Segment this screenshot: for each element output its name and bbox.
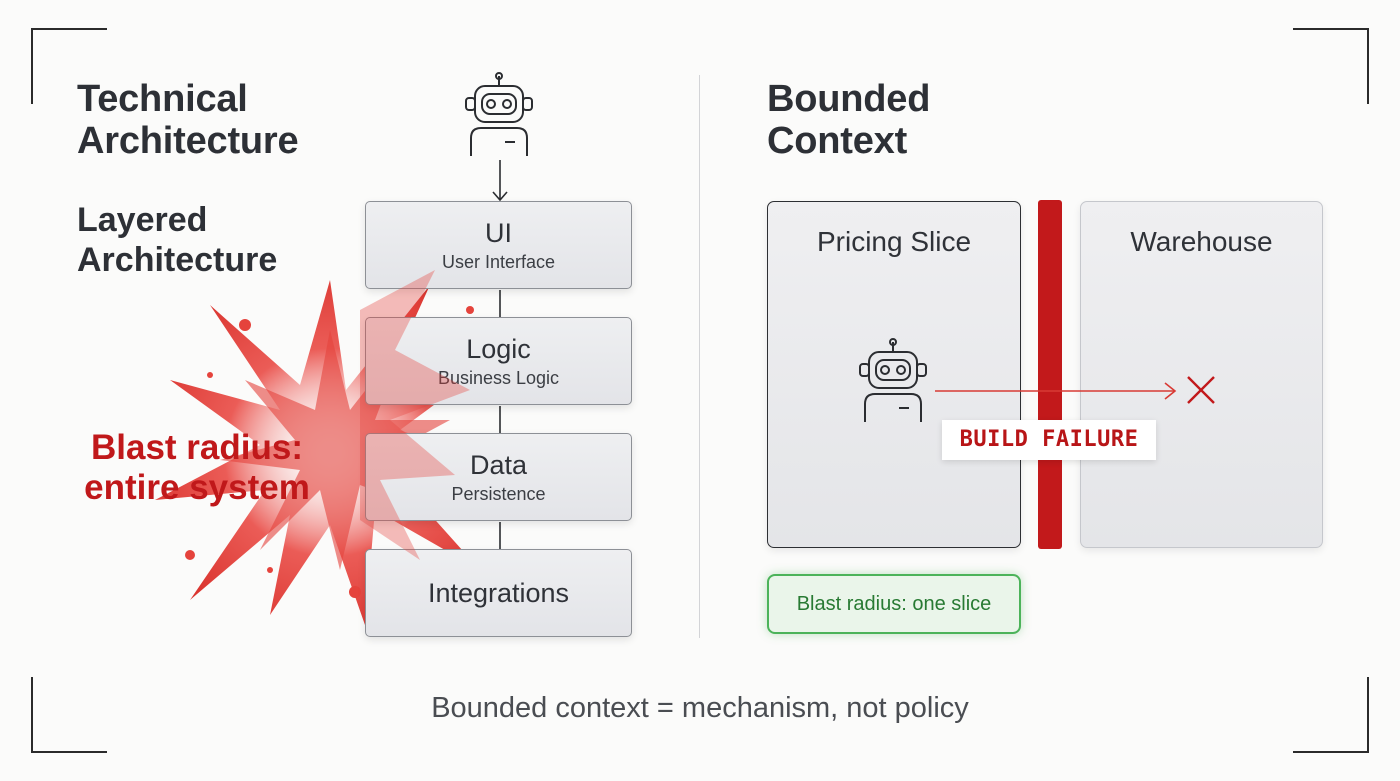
- explosion-icon: [155, 280, 505, 625]
- frame-corner-bottom-right: [1293, 677, 1369, 753]
- blast-radius-system-label: Blast radius: entire system: [62, 428, 332, 508]
- frame-corner-top-right: [1293, 28, 1369, 104]
- robot-icon: [465, 72, 533, 156]
- blast-system-line2: entire system: [84, 468, 310, 507]
- left-subtitle: Layered Architecture: [77, 200, 277, 280]
- right-title-line2: Context: [767, 120, 908, 162]
- layer-data: Data Persistence: [365, 433, 632, 521]
- layer-logic-sub: Business Logic: [437, 368, 560, 388]
- left-title-line2: Architecture: [77, 120, 299, 162]
- robot-icon: [859, 338, 927, 422]
- layer-integrations-name: Integrations: [427, 578, 570, 608]
- layer-integrations: Integrations: [365, 549, 632, 637]
- build-failure-label: BUILD FAILURE: [942, 420, 1156, 460]
- frame-corner-top-left: [31, 28, 107, 104]
- warehouse-panel: Warehouse: [1080, 201, 1323, 548]
- explosion-overlay: [360, 270, 470, 560]
- pricing-slice-panel: Pricing Slice: [767, 201, 1021, 548]
- left-subtitle-line2: Architecture: [77, 241, 278, 279]
- blocked-call-arrow: [935, 382, 1177, 400]
- boundary-wall: [1038, 200, 1062, 549]
- warehouse-label: Warehouse: [1130, 226, 1273, 257]
- left-subtitle-line1: Layered: [77, 201, 208, 239]
- right-title: Bounded Context: [767, 78, 930, 162]
- left-title-line1: Technical: [77, 78, 248, 120]
- section-divider: [699, 75, 700, 638]
- left-title: Technical Architecture: [77, 78, 299, 162]
- blast-radius-slice-badge: Blast radius: one slice: [767, 574, 1021, 634]
- pricing-slice-label: Pricing Slice: [816, 226, 972, 257]
- footer-caption: Bounded context = mechanism, not policy: [431, 692, 969, 724]
- layer-logic: Logic Business Logic: [365, 317, 632, 405]
- frame-corner-bottom-left: [31, 677, 107, 753]
- x-mark-icon: [1187, 376, 1215, 404]
- blast-system-line1: Blast radius:: [91, 428, 303, 467]
- layer-logic-name: Logic: [466, 334, 531, 364]
- layer-data-name: Data: [469, 450, 528, 480]
- layer-ui: UI User Interface: [365, 201, 632, 289]
- layer-ui-sub: User Interface: [441, 252, 556, 272]
- right-title-line1: Bounded: [767, 78, 931, 120]
- layer-data-sub: Persistence: [451, 484, 546, 504]
- layer-ui-name: UI: [485, 218, 512, 248]
